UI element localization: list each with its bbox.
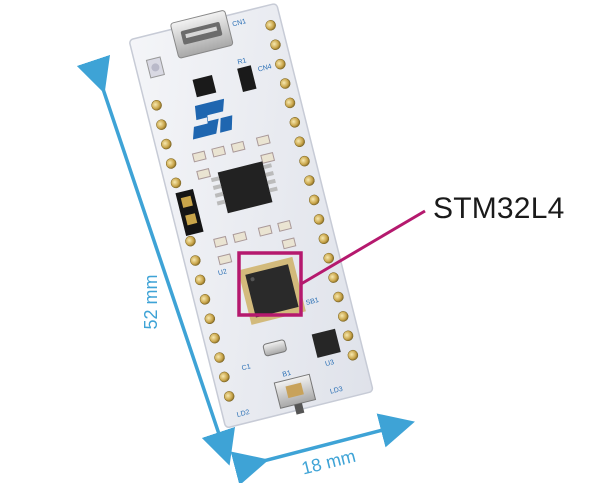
- silk-c1: C1: [241, 363, 251, 372]
- silk-r1: R1: [237, 57, 247, 66]
- silk-u3: U3: [325, 359, 335, 368]
- nucleo-board: CN1 CN4 U2 SB1 U3 C1 B1 LD3 LD2 R1: [129, 3, 374, 429]
- silk-cn4: CN4: [257, 63, 272, 73]
- width-arrow: [230, 413, 415, 483]
- length-label: 52 mm: [141, 274, 161, 329]
- silk-sb1: SB1: [305, 297, 320, 307]
- silk-ld3: LD3: [329, 386, 343, 396]
- push-button-icon: [273, 373, 317, 415]
- chip-callout-label: STM32L4: [433, 192, 565, 225]
- length-arrow: [76, 54, 236, 466]
- usb-connector-icon: [170, 10, 234, 59]
- mcu-chip: [237, 256, 306, 325]
- silk-cn1: CN1: [232, 18, 247, 28]
- silk-b1: B1: [282, 370, 292, 379]
- callout-line: [300, 209, 426, 286]
- small-chip: [311, 328, 341, 358]
